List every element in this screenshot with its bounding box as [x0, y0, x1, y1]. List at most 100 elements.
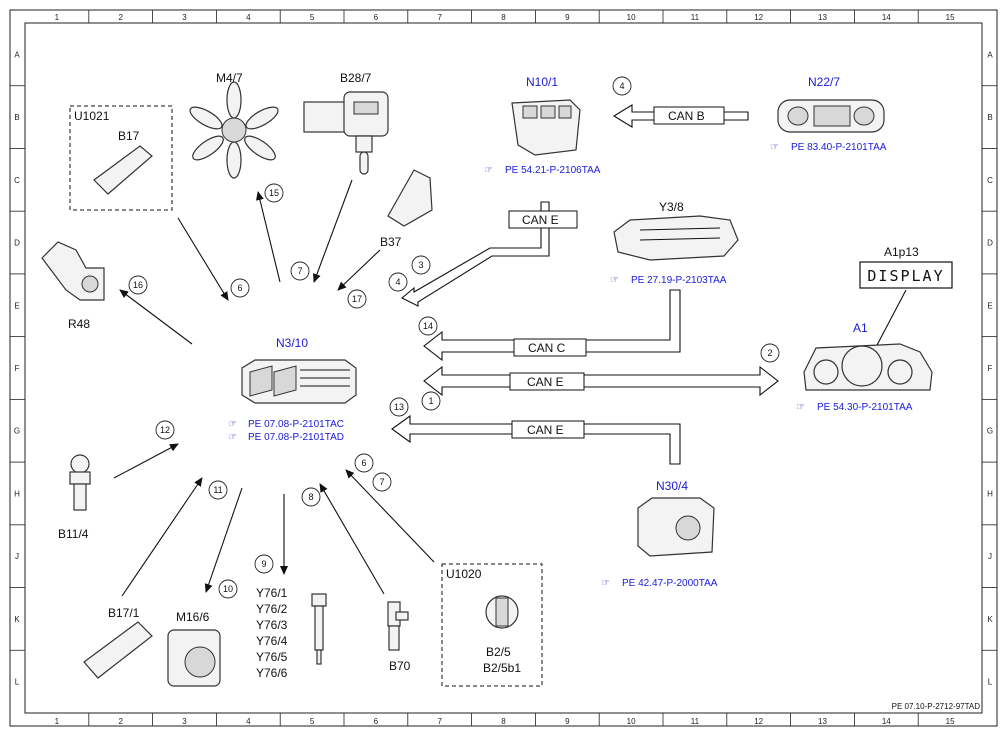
svg-text:3: 3: [418, 260, 423, 270]
can-e-top-bus: CAN E: [401, 201, 578, 307]
grid-column-label: 10: [627, 717, 636, 726]
sam-fuse-icon: [522, 105, 538, 119]
grid-column-label: 15: [946, 717, 955, 726]
grid-column-label: 5: [310, 13, 315, 22]
n10-1-ref-icon[interactable]: ☞: [484, 165, 493, 176]
component-m16-6: M16/6: [167, 610, 221, 687]
grid-column-label: 8: [501, 13, 506, 22]
component-r48: R48: [41, 241, 105, 331]
grid-row-label: L: [15, 678, 20, 687]
grid-row-label: G: [987, 427, 993, 436]
n22-7-ref[interactable]: PE 83.40-P-2101TAA: [791, 142, 887, 153]
a1-ref-icon[interactable]: ☞: [796, 402, 805, 413]
marker-9: 9: [254, 554, 274, 574]
marker-4a: 4: [388, 272, 408, 292]
can-b-bus: CAN B: [612, 104, 749, 128]
b11-4-label: B11/4: [58, 527, 89, 541]
marker-8: 8: [301, 487, 321, 507]
coolant-sensor-icon: [70, 454, 90, 474]
svg-text:16: 16: [133, 280, 143, 290]
grid-column-label: 2: [118, 717, 123, 726]
m4-7-label: M4/7: [216, 71, 243, 85]
can-e-mid-label: CAN E: [527, 375, 564, 389]
grid-column-label: 11: [691, 717, 700, 726]
component-y3-8: Y3/8 ☞ PE 27.19-P-2103TAA: [610, 200, 739, 286]
grid-row-label: L: [988, 678, 993, 687]
ecu-ref-1-icon[interactable]: ☞: [228, 419, 237, 430]
n22-7-ref-icon[interactable]: ☞: [770, 142, 779, 153]
component-n30-4: N30/4 ☞ PE 42.47-P-2000TAA: [601, 479, 718, 589]
can-e-low-bus: CAN E: [391, 414, 681, 465]
marker-2: 2: [760, 343, 780, 363]
marker-3: 3: [411, 255, 431, 275]
can-e-top-label: CAN E: [522, 213, 559, 227]
component-b70: B70: [387, 601, 411, 673]
ecu-ref-2-icon[interactable]: ☞: [228, 432, 237, 443]
ecu-connector-icon: [249, 365, 273, 397]
grid-column-label: 6: [374, 13, 379, 22]
grid-column-label: 9: [565, 717, 570, 726]
fan-icon: [189, 81, 279, 179]
a1p13-label: A1p13: [884, 245, 919, 259]
ecu-ref-2[interactable]: PE 07.08-P-2101TAD: [248, 432, 344, 443]
svg-text:2: 2: [767, 348, 772, 358]
marker-17: 13: [389, 397, 409, 417]
svg-text:7: 7: [297, 266, 302, 276]
marker-7b: 7: [372, 472, 392, 492]
svg-text:8: 8: [308, 492, 313, 502]
grid-column-label: 1: [55, 13, 60, 22]
svg-text:6: 6: [361, 458, 366, 468]
grid-row-label: C: [14, 176, 20, 185]
y3-8-ref-icon[interactable]: ☞: [610, 275, 619, 286]
component-b11-4: B11/4: [58, 454, 91, 541]
grid-row-label: F: [988, 364, 993, 373]
injector-icon: [311, 593, 327, 607]
r48-label: R48: [68, 317, 90, 331]
svg-text:12: 12: [160, 425, 170, 435]
y76-6-label: Y76/6: [256, 666, 288, 680]
svg-text:9: 9: [261, 559, 266, 569]
marker-10: 10: [218, 579, 238, 599]
b37-label: B37: [380, 235, 402, 249]
grid-row-label: D: [987, 239, 993, 248]
ecu-ref-1[interactable]: PE 07.08-P-2101TAC: [248, 419, 344, 430]
n30-4-ref[interactable]: PE 42.47-P-2000TAA: [622, 578, 718, 589]
grid-column-label: 10: [627, 13, 636, 22]
grid-row-label: C: [987, 176, 993, 185]
grid-row-label: H: [987, 489, 993, 498]
y76-5-label: Y76/5: [256, 650, 288, 664]
component-u1020: U1020 B2/5 B2/5b1: [441, 563, 543, 687]
n30-4-ref-icon[interactable]: ☞: [601, 578, 610, 589]
component-a1: A1 ☞ PE 54.30-P-2101TAA: [796, 321, 933, 413]
ecu-connector-icon: [273, 365, 297, 397]
b28-7-label: B28/7: [340, 71, 372, 85]
grid-column-label: 4: [246, 13, 251, 22]
grid-column-label: 11: [691, 13, 700, 22]
grid-row-label: F: [15, 364, 20, 373]
grid-labels: 1122334455667788991010111112121313141415…: [14, 13, 993, 726]
grid-ticks: [10, 10, 997, 726]
u1020-label: U1020: [446, 567, 482, 581]
b70-label: B70: [389, 659, 411, 673]
can-c-bus: CAN C: [423, 289, 681, 362]
y76-4-label: Y76/4: [256, 634, 288, 648]
n10-1-ref[interactable]: PE 54.21-P-2106TAA: [505, 165, 601, 176]
display-text: DISPLAY: [867, 267, 944, 285]
svg-text:11: 11: [213, 485, 222, 495]
component-a1p13: A1p13 DISPLAY: [859, 245, 953, 367]
can-e-mid-bus: CAN E: [423, 365, 779, 397]
b17-label: B17: [118, 129, 140, 143]
grid-column-label: 5: [310, 717, 315, 726]
a1-ref[interactable]: PE 54.30-P-2101TAA: [817, 402, 913, 413]
y76-2-label: Y76/2: [256, 602, 288, 616]
pressure-sensor-icon: [303, 101, 349, 133]
y3-8-ref[interactable]: PE 27.19-P-2103TAA: [631, 275, 727, 286]
n10-1-label: N10/1: [526, 75, 558, 89]
grid-row-label: J: [988, 552, 992, 561]
svg-text:4: 4: [619, 81, 624, 91]
pedal-sensor-icon: [387, 169, 433, 227]
grid-row-label: G: [14, 427, 20, 436]
temperature-sensor-icon: [93, 145, 153, 195]
grid-row-label: K: [987, 615, 993, 624]
